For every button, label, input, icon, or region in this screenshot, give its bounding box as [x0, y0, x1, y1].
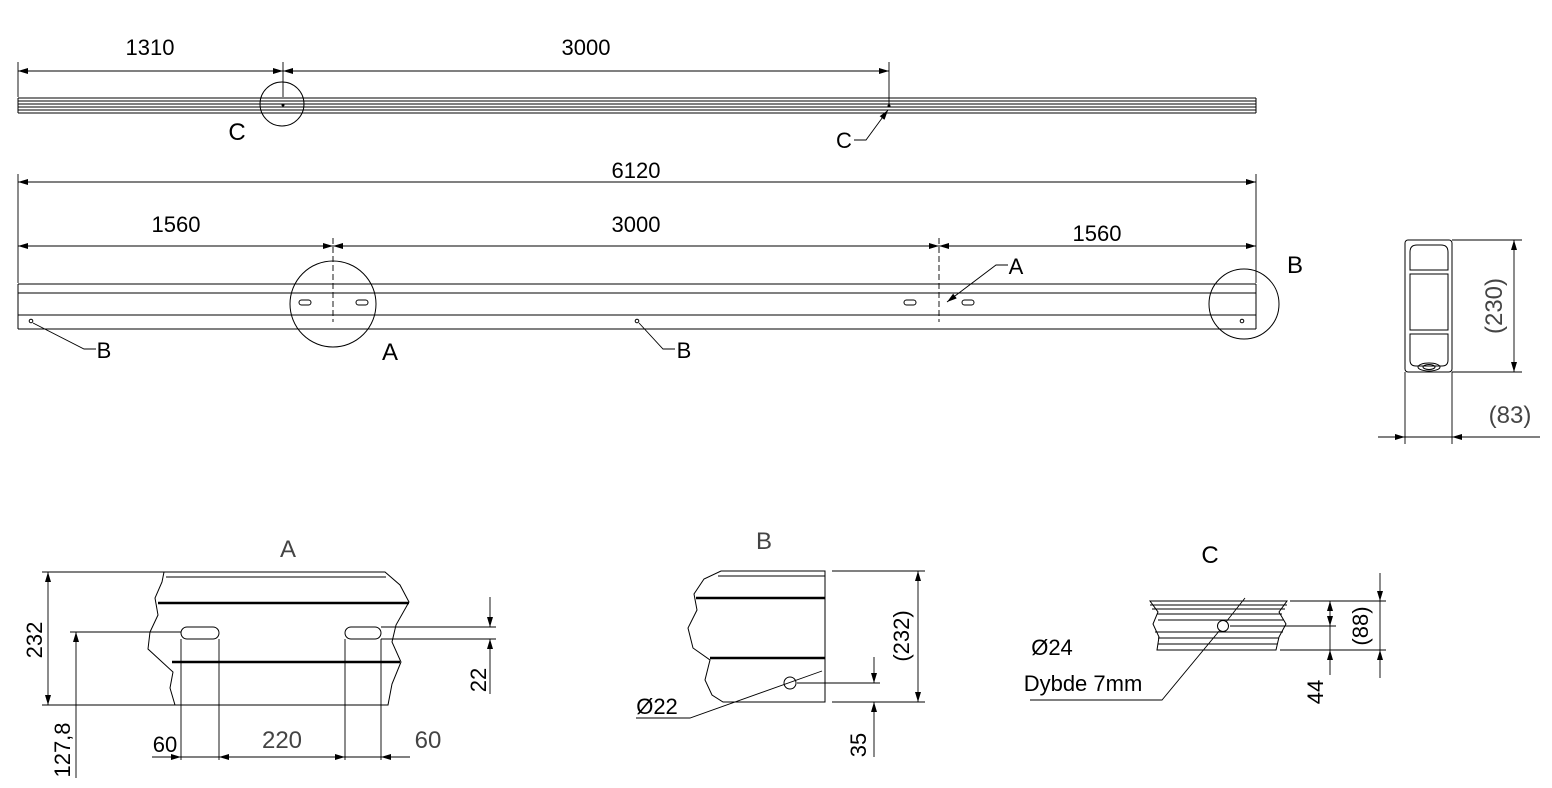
dim-60-right: 60: [415, 727, 442, 754]
detail-a-outline: [147, 571, 410, 706]
front-view-rail: [17, 283, 1257, 330]
detail-c-hole: [1217, 620, 1229, 632]
dim-60-left: 60: [153, 732, 177, 757]
callout-label-a: A: [1009, 254, 1024, 279]
dim-depth: Dybde 7mm: [1024, 671, 1143, 696]
top-view-rail: [17, 97, 1257, 114]
detail-c: C Ø24 Dybde 7mm (88) 44: [1024, 542, 1386, 704]
detail-c-title: C: [1201, 542, 1218, 569]
dim-3000-front: 3000: [612, 212, 661, 237]
detail-b-outline: [687, 570, 826, 703]
side-view: (230) (83): [1378, 239, 1540, 444]
detail-label-a: A: [382, 339, 398, 366]
hole-b: [28, 318, 34, 324]
hole-b: [634, 318, 640, 324]
front-view: 6120 1560 3000 1560 A B A B B: [17, 158, 1303, 366]
dim-d24: Ø24: [1031, 635, 1073, 660]
slot: [355, 299, 369, 306]
dim-1560-left: 1560: [152, 212, 201, 237]
callout-label-c: C: [836, 128, 852, 153]
dim-d22: Ø22: [636, 694, 678, 719]
callout-leader-c: [854, 109, 889, 141]
detail-a-slot: [344, 626, 382, 640]
detail-a-title: A: [280, 536, 296, 563]
dim-232: 232: [22, 622, 47, 659]
detail-a-slot: [180, 626, 220, 640]
callout-leader-a: [946, 264, 1008, 303]
detail-circle-a: [289, 260, 377, 348]
slot: [903, 299, 917, 306]
leader-d22: [636, 670, 823, 719]
hole-b: [1239, 318, 1245, 324]
dim-232b: (232): [889, 610, 914, 661]
detail-circle-c: [259, 81, 305, 127]
dim-83: (83): [1489, 402, 1532, 429]
detail-b-hole: [783, 676, 797, 690]
dim-22: 22: [466, 668, 491, 692]
dim-1310: 1310: [126, 35, 175, 60]
detail-label-b: B: [1287, 252, 1303, 279]
detail-c-outline: [1149, 600, 1288, 651]
dim-3000-top: 3000: [562, 35, 611, 60]
side-profile: [1404, 239, 1453, 373]
detail-circle-b: [1208, 268, 1280, 340]
callout-label-b-mid: B: [677, 338, 692, 363]
callout-leader-b-left: [32, 322, 96, 350]
dim-44: 44: [1303, 680, 1328, 704]
callout-label-b-left: B: [97, 338, 112, 363]
dim-35: 35: [846, 733, 871, 757]
dim-1560-right: 1560: [1073, 221, 1122, 246]
dim-127-8: 127,8: [50, 722, 75, 777]
detail-b-title: B: [756, 528, 772, 555]
dim-230: (230): [1481, 278, 1508, 334]
leader-d24: [1030, 629, 1221, 701]
detail-b: B Ø22 (232) 35: [636, 528, 925, 757]
detail-a: A 60 220 60 232 127,8 22: [22, 536, 496, 778]
dim-6120: 6120: [612, 158, 661, 183]
detail-label-c: C: [228, 119, 245, 146]
slot: [961, 299, 975, 306]
callout-leader-b-mid: [638, 322, 675, 350]
top-view: 1310 3000 C C: [17, 35, 1257, 153]
dim-220: 220: [262, 727, 302, 754]
slot: [298, 299, 312, 306]
dim-88: (88): [1348, 606, 1373, 645]
